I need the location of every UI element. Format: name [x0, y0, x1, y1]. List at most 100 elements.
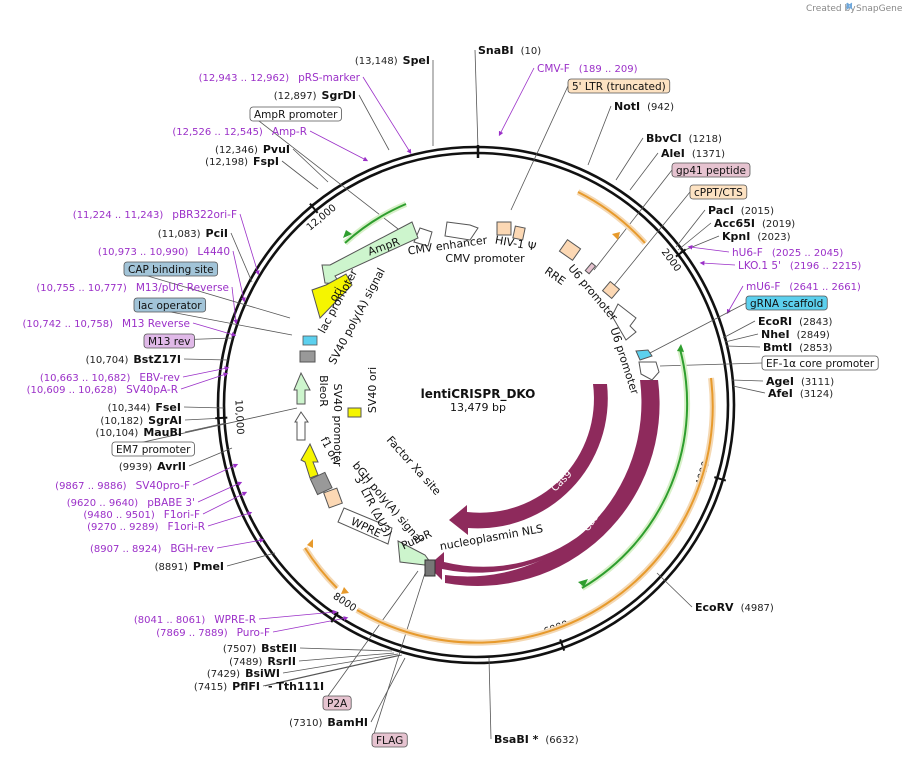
label-fsei[interactable]: FseI(10,344)	[108, 401, 181, 414]
green-arc-top-core	[344, 203, 407, 244]
label-paci[interactable]: PacI(2015)	[708, 204, 774, 217]
label-ampr_r[interactable]: Amp-R(12,526 .. 12,545)	[172, 126, 307, 138]
label-l4440[interactable]: L4440(10,973 .. 10,990)	[98, 246, 230, 258]
label-bstz17i[interactable]: BstZ17I(10,704)	[86, 353, 181, 366]
label-maubi[interactable]: MauBI(10,104)	[96, 426, 182, 439]
label-coord-pvui: (12,346)	[215, 145, 258, 156]
label-coord-ecori: (2843)	[799, 317, 832, 328]
label-coord-sgrai: (10,182)	[100, 416, 143, 427]
label-grna[interactable]: gRNA scaffold	[745, 295, 828, 311]
label-m13puc[interactable]: M13/pUC Reverse(10,755 .. 10,777)	[36, 282, 229, 294]
label-pflfi[interactable]: PflFI(7415)	[194, 680, 260, 693]
label-name-cmvf: CMV-F	[537, 63, 570, 75]
label-name-rsrii: RsrII	[267, 655, 296, 668]
label-pbabe3[interactable]: pBABE 3'(9620 .. 9640)	[67, 497, 195, 509]
leader-ecori	[722, 320, 756, 339]
label-pmei[interactable]: PmeI(8891)	[155, 560, 224, 573]
label-coord-pbabe3: (9620 .. 9640)	[67, 498, 139, 509]
label-bamhi[interactable]: BamHI(7310)	[289, 716, 368, 729]
label-lacop[interactable]: lac operator	[133, 297, 207, 313]
leader-alei	[629, 152, 659, 191]
label-capbs[interactable]: CAP binding site	[123, 261, 219, 277]
label-em7[interactable]: EM7 promoter	[111, 441, 195, 457]
label-m13rev[interactable]: M13 rev	[143, 333, 195, 349]
label-bsiwi[interactable]: BsiWI(7429)	[207, 667, 280, 680]
label-tth111i[interactable]: - Tth111I	[268, 680, 324, 693]
label-name-cppt: cPPT/CTS	[694, 187, 743, 199]
label-coord-fspi: (12,198)	[205, 157, 248, 168]
label-ltr5[interactable]: 5' LTR (truncated)	[567, 78, 671, 94]
label-coord-spei: (13,148)	[355, 56, 398, 67]
label-f1orif[interactable]: F1ori-F(9480 .. 9501)	[83, 509, 200, 521]
label-name-ecori: EcoRI	[758, 315, 792, 328]
leader-prsm	[362, 76, 412, 155]
leader-sv40prof	[192, 463, 239, 486]
label-hu6f[interactable]: hU6-F(2025 .. 2045)	[732, 247, 843, 259]
label-coord-sv40par: (10,609 .. 10,628)	[27, 385, 118, 396]
leader-l4440	[232, 250, 246, 303]
label-coord-bsteii: (7507)	[223, 644, 256, 655]
label-ecori[interactable]: EcoRI (2843)	[758, 315, 833, 328]
label-avrii[interactable]: AvrII(9939)	[119, 460, 186, 473]
label-box-grna	[745, 295, 828, 311]
label-pbr322[interactable]: pBR322ori-F(11,224 .. 11,243)	[73, 209, 237, 221]
label-bghrev[interactable]: BGH-rev(8907 .. 8924)	[90, 543, 214, 555]
label-snabi[interactable]: SnaBI(10)	[478, 44, 541, 57]
label-coord-agei: (3111)	[801, 377, 834, 388]
label-rsrii[interactable]: RsrII(7489)	[229, 655, 296, 668]
cas9-inner-arc[interactable]	[449, 384, 608, 535]
label-f1orir[interactable]: F1ori-R(9270 .. 9289)	[87, 521, 205, 533]
label-prsm[interactable]: pRS-marker(12,943 .. 12,962)	[199, 72, 361, 84]
plasmid-length: 13,479 bp	[450, 401, 506, 414]
label-alei[interactable]: AleI(1371)	[661, 147, 725, 160]
label-coord-sgrdi: (12,897)	[274, 91, 317, 102]
label-sgrai[interactable]: SgrAI(10,182)	[100, 414, 182, 427]
label-m13reverse[interactable]: M13 Reverse(10,742 .. 10,758)	[23, 318, 190, 330]
label-flag[interactable]: FLAG	[371, 732, 408, 748]
leader-lko1	[699, 260, 736, 266]
leader-bghrev	[216, 538, 265, 549]
label-name-ampr_r: Amp-R	[272, 126, 307, 138]
label-sv40prof[interactable]: SV40pro-F(9867 .. 9886)	[55, 480, 190, 492]
label-spei[interactable]: SpeI(13,148)	[355, 54, 430, 67]
label-bmti[interactable]: BmtI(2853)	[763, 341, 833, 354]
leader-paci	[675, 209, 706, 248]
label-coord-pbr322: (11,224 .. 11,243)	[73, 210, 164, 221]
label-afei[interactable]: AfeI(3124)	[768, 387, 833, 400]
label-bbvci[interactable]: BbvCI(1218)	[646, 132, 722, 145]
label-gp41[interactable]: gp41 peptide	[671, 162, 751, 178]
label-lko1[interactable]: LKO.1 5'(2196 .. 2215)	[738, 260, 861, 272]
label-noti[interactable]: NotI(942)	[614, 100, 674, 113]
label-name-maubi: MauBI	[143, 426, 182, 439]
label-name-flag: FLAG	[376, 735, 403, 747]
label-cmvf[interactable]: CMV-F(189 .. 209)	[537, 63, 638, 75]
leader-p2a	[322, 570, 419, 704]
label-purof[interactable]: Puro-F(7869 .. 7889)	[156, 627, 270, 639]
label-wprer[interactable]: WPRE-R(8041 .. 8061)	[134, 614, 256, 626]
label-box-cppt	[689, 184, 748, 200]
label-nhei[interactable]: NheI(2849)	[761, 328, 830, 341]
leader-agei	[731, 379, 764, 382]
feature-label-cmv_prom: CMV promoter	[445, 252, 525, 265]
label-kpni[interactable]: KpnI(2023)	[722, 230, 791, 243]
label-sv40par[interactable]: SV40pA-R(10,609 .. 10,628)	[27, 384, 178, 396]
label-p2a[interactable]: P2A	[322, 695, 352, 711]
label-sgrdi[interactable]: SgrDI(12,897)	[274, 89, 356, 102]
label-bsabi[interactable]: BsaBI *(6632)	[494, 733, 579, 746]
label-coord-pflfi: (7415)	[194, 682, 227, 693]
orange-arc-right-core	[356, 377, 714, 644]
site-labels[interactable]: SnaBI(10) CMV-F(189 .. 209) 5' LTR (trunca…	[23, 44, 879, 748]
label-ecorv[interactable]: EcoRV(4987)	[695, 601, 774, 614]
label-cppt[interactable]: cPPT/CTS	[689, 184, 748, 200]
label-fspi[interactable]: FspI(12,198)	[205, 155, 279, 168]
label-acc65i[interactable]: Acc65I(2019)	[714, 217, 795, 230]
label-agei[interactable]: AgeI(3111)	[766, 375, 834, 388]
label-coord-bsiwi: (7429)	[207, 669, 240, 680]
label-mu6f[interactable]: mU6-F(2641 .. 2661)	[746, 281, 861, 293]
label-bsteii[interactable]: BstEII(7507)	[223, 642, 297, 655]
label-ef1a[interactable]: EF-1α core promoter	[761, 355, 879, 371]
label-pvui[interactable]: PvuI(12,346)	[215, 143, 290, 156]
label-amprprom[interactable]: AmpR promoter	[249, 106, 342, 122]
label-ebvrev[interactable]: EBV-rev(10,663 .. 10,682)	[40, 372, 180, 384]
label-pcii[interactable]: PciI(11,083)	[158, 227, 228, 240]
